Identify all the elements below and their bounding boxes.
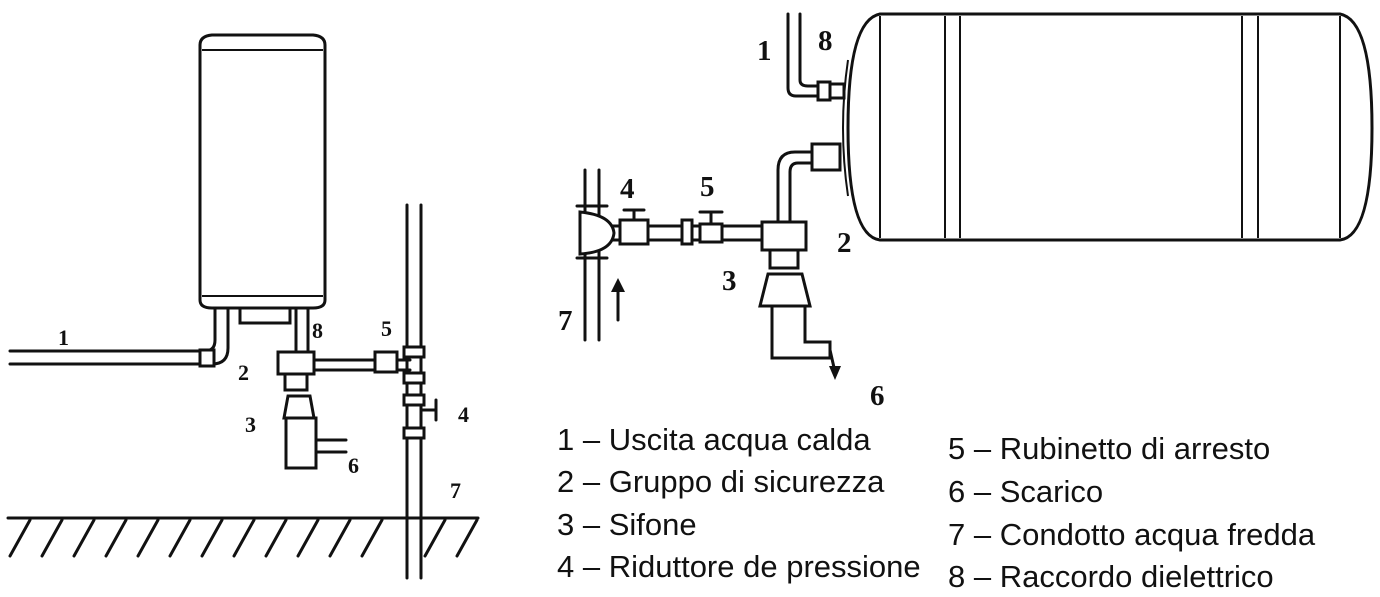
left-callout-5: 5 [381, 316, 392, 341]
left-hot-water-pipe [8, 306, 230, 368]
right-inlet-assembly [575, 142, 842, 380]
legend-item-1: 1 – Uscita acqua calda [557, 422, 871, 457]
legend-item-5: 5 – Rubinetto di arresto [948, 431, 1271, 466]
right-callout-2: 2 [837, 227, 852, 259]
left-supply-pipe [402, 203, 438, 580]
legend-item-3: 3 – Sifone [557, 507, 697, 542]
right-callout-3: 3 [722, 265, 737, 297]
right-callout-6: 6 [870, 380, 885, 412]
left-callout-3: 3 [245, 412, 256, 437]
legend-item-8: 8 – Raccordo dielettrico [948, 559, 1274, 594]
right-callout-4: 4 [620, 173, 635, 205]
floor-hatching [6, 516, 480, 558]
right-callout-1: 1 [757, 35, 772, 67]
horizontal-water-heater [842, 12, 1374, 242]
legend-item-2: 2 – Gruppo di sicurezza [557, 464, 885, 499]
left-inlet-assembly [276, 306, 412, 470]
vertical-water-heater [198, 33, 327, 325]
right-hot-water-pipe [786, 12, 846, 102]
legend-item-6: 6 – Scarico [948, 474, 1104, 509]
right-callout-5: 5 [700, 171, 715, 203]
right-callout-8: 8 [818, 25, 833, 57]
right-callout-7: 7 [558, 305, 573, 337]
left-callout-4: 4 [458, 402, 469, 427]
legend-item-4: 4 – Riduttore de pressione [557, 549, 921, 584]
left-callout-8: 8 [312, 318, 323, 343]
legend-item-7: 7 – Condotto acqua fredda [948, 517, 1316, 552]
left-callout-1: 1 [58, 325, 69, 350]
left-callout-7: 7 [450, 478, 461, 503]
left-callout-6: 6 [348, 453, 359, 478]
left-callout-2: 2 [238, 360, 249, 385]
